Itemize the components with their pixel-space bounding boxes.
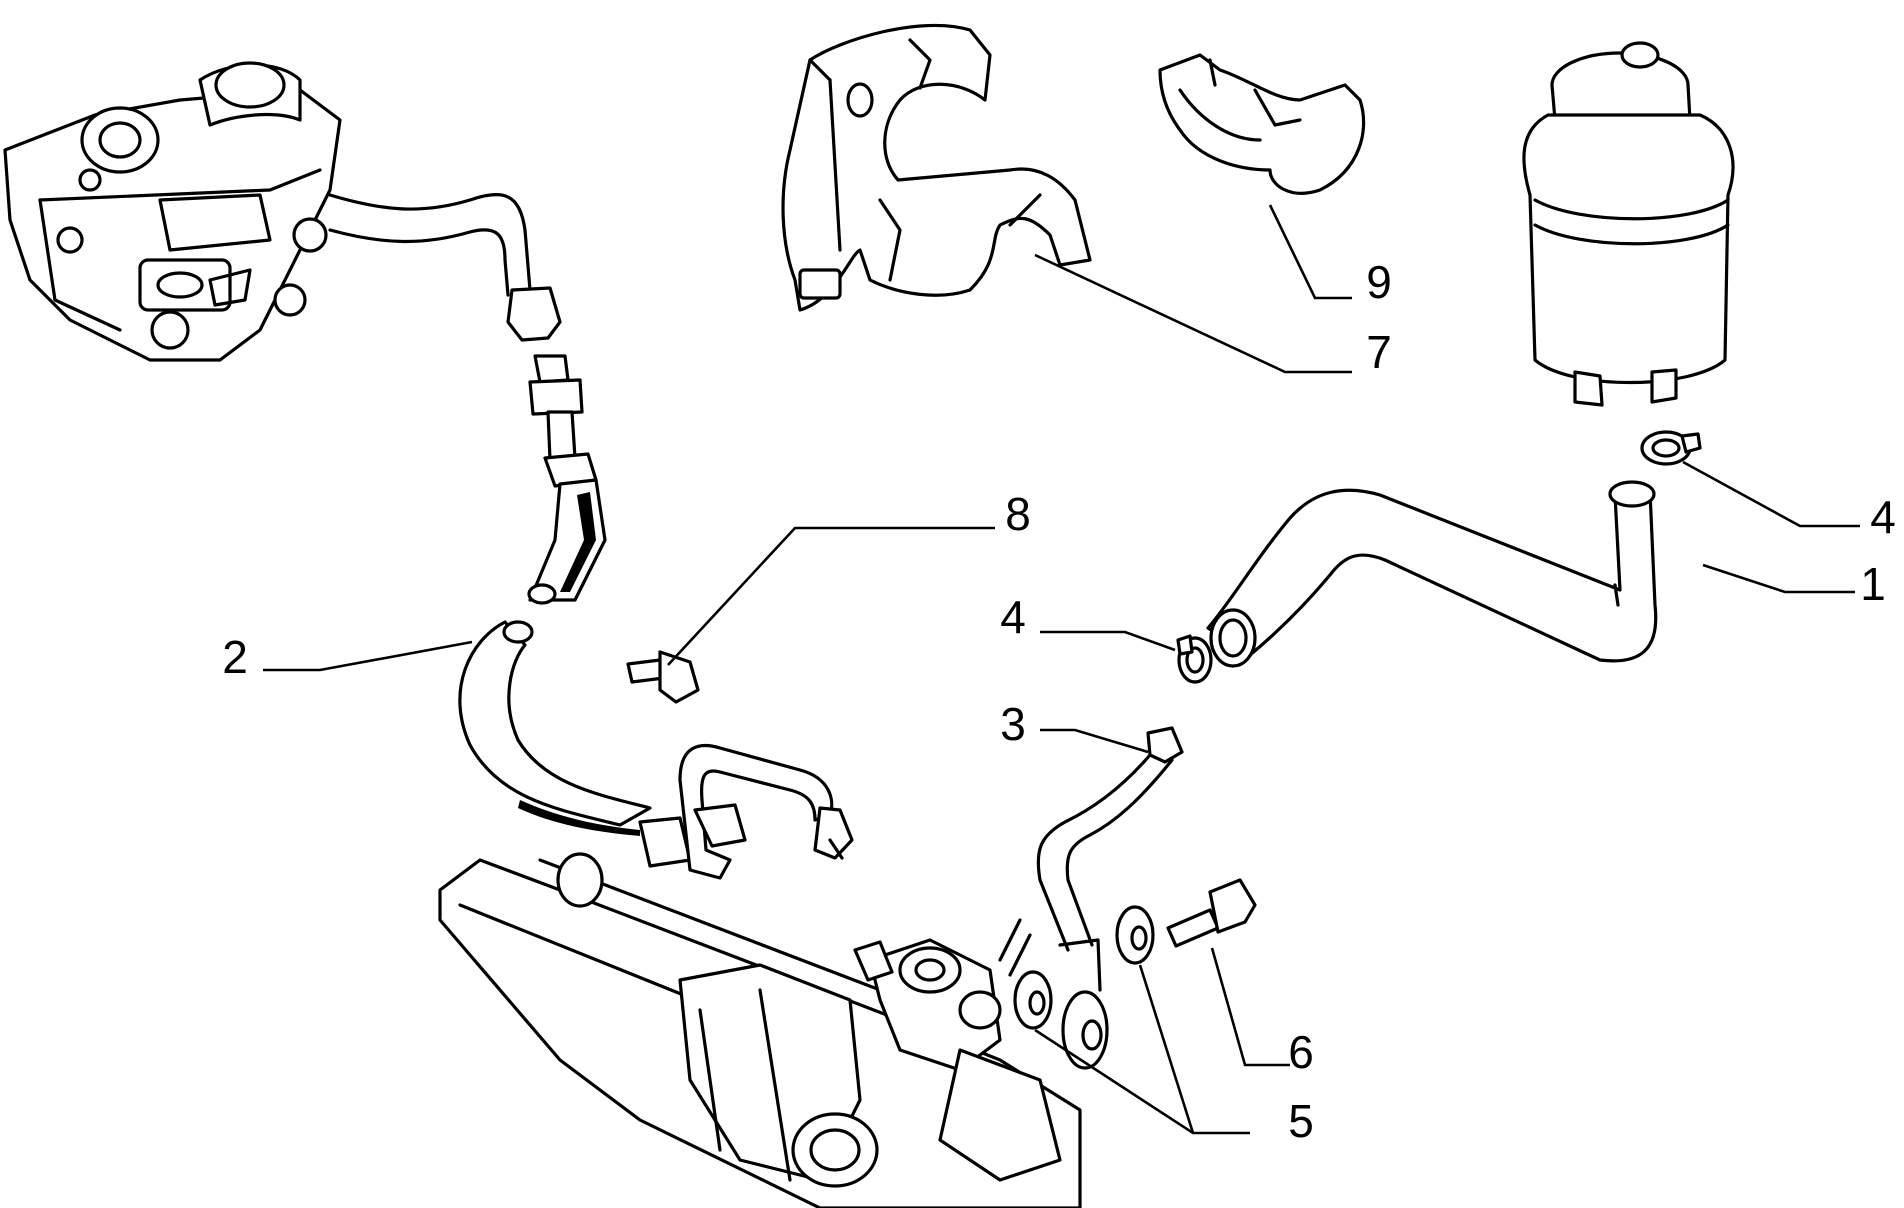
leader-4a <box>1682 460 1860 528</box>
pressure-hose <box>458 354 854 880</box>
pump-outlet-pipe <box>328 192 562 342</box>
callout-5: 5 <box>1288 1095 1314 1147</box>
hose-clamp-upper <box>1640 430 1702 466</box>
hose-clamp-lower <box>1176 634 1213 684</box>
banjo-bolt <box>1166 878 1257 948</box>
power-steering-pump <box>3 61 342 362</box>
leader-5b <box>1138 964 1195 1134</box>
return-pipe <box>1036 726 1184 1070</box>
leader-7 <box>1034 253 1352 374</box>
leader-lines <box>263 204 1860 1135</box>
supply-hose <box>1206 480 1658 668</box>
hose-clip <box>1158 53 1366 195</box>
leader-4b <box>1040 630 1176 652</box>
callout-4: 4 <box>1870 491 1896 543</box>
leader-9 <box>1268 204 1352 300</box>
callout-8: 8 <box>1005 488 1031 540</box>
leader-2 <box>263 640 473 672</box>
sealing-washers <box>1013 905 1155 1030</box>
callout-9: 9 <box>1366 256 1392 308</box>
fluid-reservoir <box>1522 41 1735 407</box>
leader-1 <box>1702 563 1855 594</box>
callout-1: 1 <box>1860 558 1886 610</box>
callout-3: 3 <box>1000 698 1026 750</box>
leader-6 <box>1210 947 1290 1067</box>
screw <box>626 650 700 704</box>
callout-2: 2 <box>222 631 248 683</box>
mounting-bracket <box>781 23 1092 312</box>
steering-rack <box>438 852 1082 1208</box>
leader-8 <box>667 526 995 666</box>
callout-7: 7 <box>1366 326 1392 378</box>
callout-4: 4 <box>1000 591 1026 643</box>
callout-6: 6 <box>1288 1026 1314 1078</box>
leader-3 <box>1040 728 1149 754</box>
